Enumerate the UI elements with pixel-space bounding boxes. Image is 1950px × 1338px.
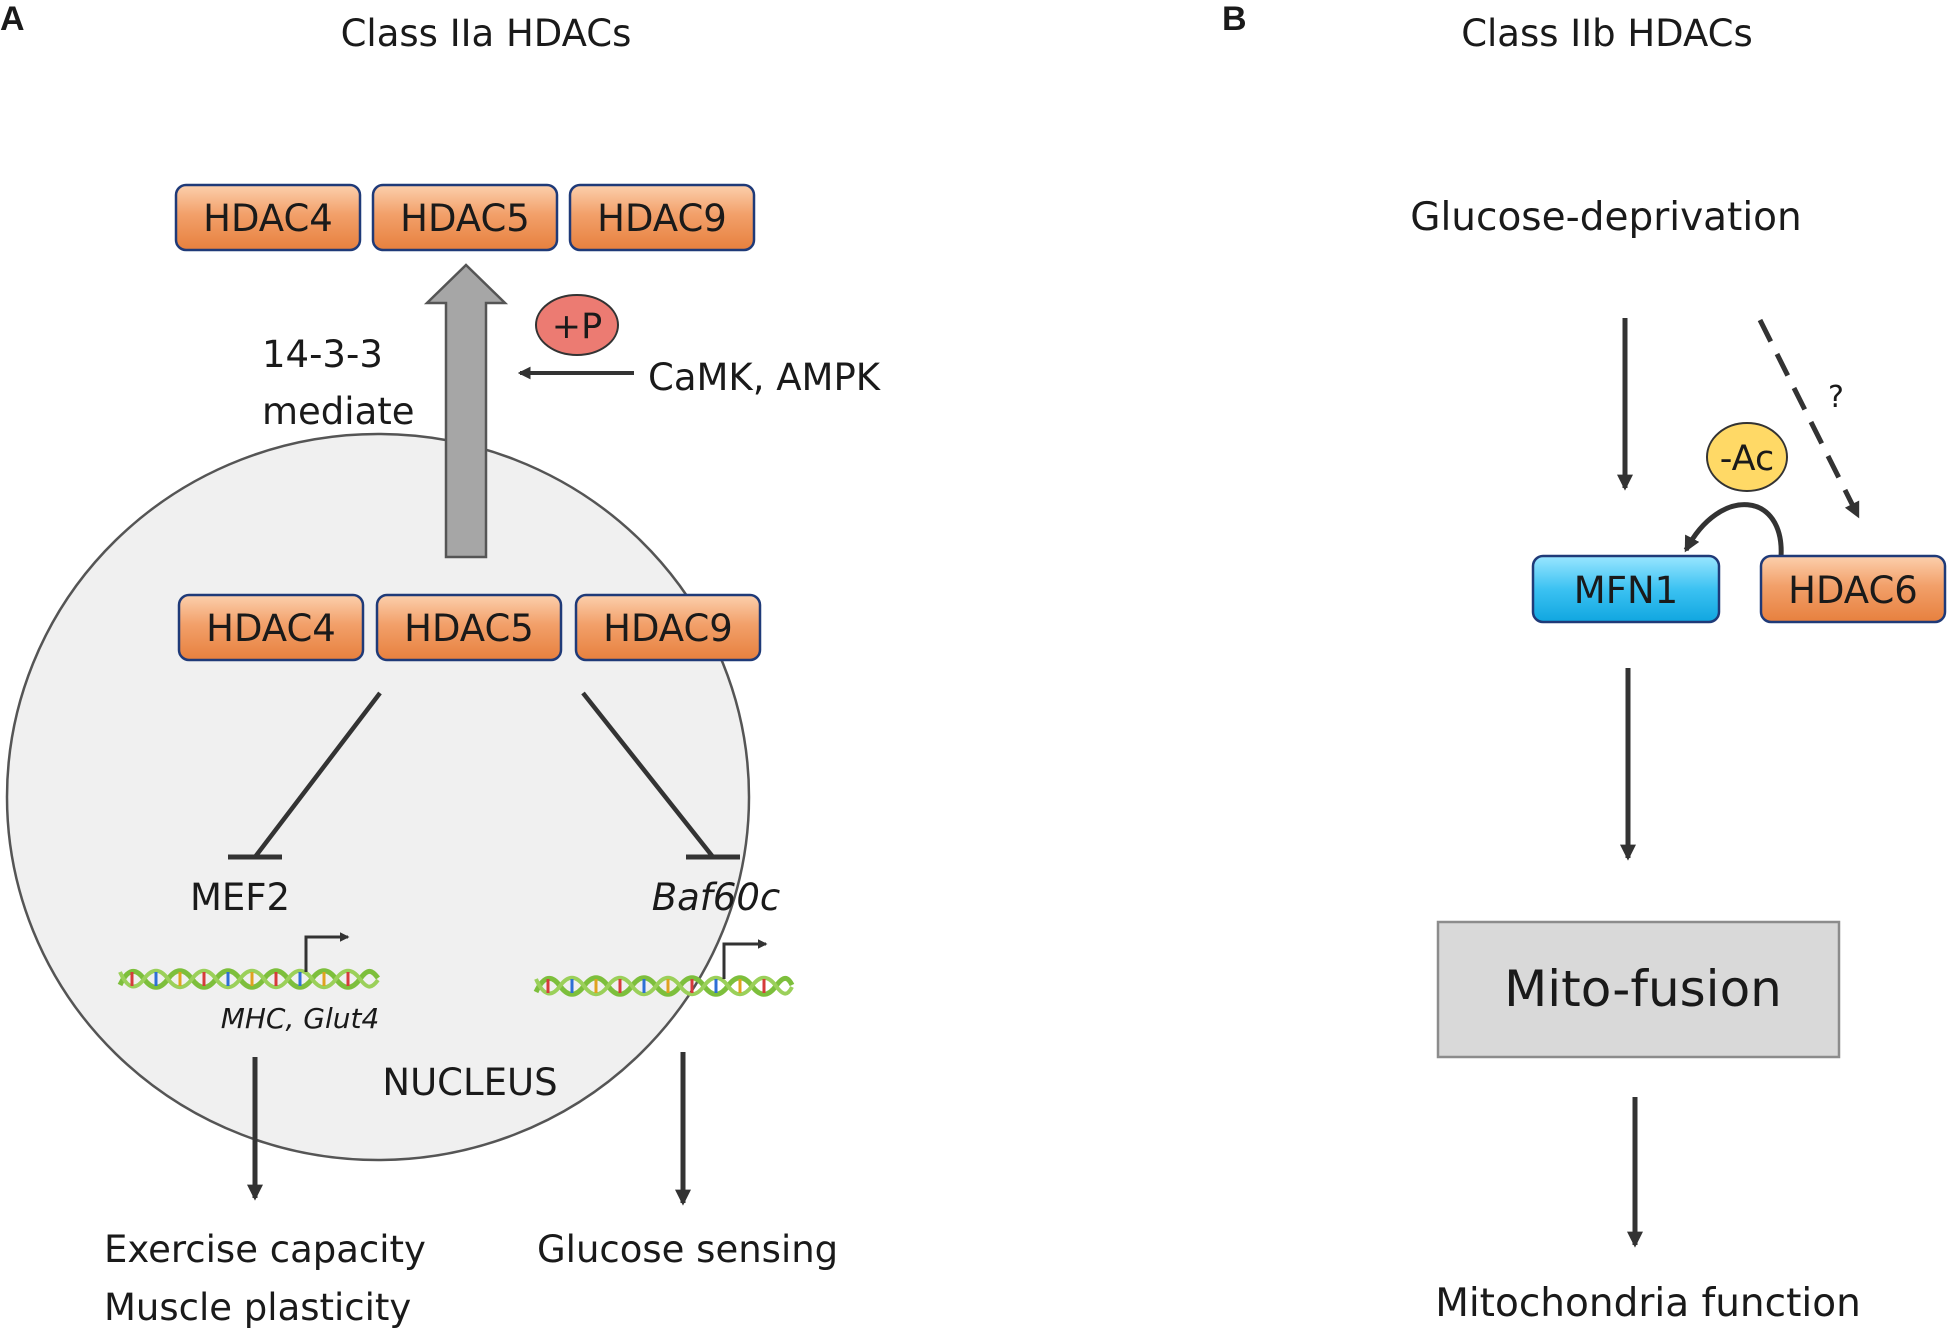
outcome-mito-function: Mitochondria function (1435, 1281, 1861, 1326)
nuclear-hdac-group: HDAC4 HDAC5 HDAC9 (177, 593, 762, 662)
outcome-left-line2: Muscle plasticity (104, 1286, 411, 1329)
cytoplasm-hdac4-label: HDAC4 (203, 197, 333, 240)
cytoplasm-hdac4-box (174, 183, 362, 252)
cytoplasm-hdac5-label: HDAC5 (400, 197, 530, 240)
target-mef2-label: MEF2 (190, 876, 290, 919)
nuclear-hdac5-box (375, 593, 563, 662)
inhibition-right (581, 691, 740, 860)
mito-fusion-label: Mito-fusion (1504, 960, 1782, 1018)
nuclear-hdac9-label: HDAC9 (603, 607, 733, 650)
nucleus (5, 432, 751, 1162)
outcome-left-line1: Exercise capacity (104, 1228, 426, 1271)
deacetylation-badge (1706, 422, 1788, 492)
cytoplasm-hdac5-box (371, 183, 559, 252)
inhibition-left (228, 691, 382, 860)
cytoplasm-hdac9-box (568, 183, 756, 252)
nuclear-hdac4-label: HDAC4 (206, 607, 336, 650)
nuclear-hdac5-label: HDAC5 (404, 607, 534, 650)
nuclear-hdac4-box (177, 593, 365, 662)
uncertain-question-mark: ? (1828, 380, 1844, 415)
genes-left-label: MHC, Glut4 (221, 1002, 380, 1035)
mfn1-label: MFN1 (1574, 569, 1678, 612)
phosphorylation-badge (535, 294, 619, 356)
panel-a-letter: A (0, 0, 25, 38)
uncertain-arrow (1757, 318, 1861, 519)
panel-a-title: Class IIa HDACs (341, 12, 632, 55)
mito-fusion-box (1436, 920, 1841, 1059)
cytoplasm-hdac-group: HDAC4 HDAC5 HDAC9 (174, 183, 756, 252)
deacetylation-label: -Ac (1720, 439, 1774, 479)
transcription-start-left (304, 932, 350, 972)
kinase-label: CaMK, AMPK (648, 356, 882, 399)
outcome-right: Glucose sensing (537, 1228, 838, 1271)
nuclear-export-arrow (423, 263, 509, 559)
stimulus-label: Glucose-deprivation (1410, 195, 1802, 240)
hdac6-box (1759, 554, 1947, 624)
deacetylation-arrow (1683, 502, 1784, 558)
cytoplasm-hdac9-label: HDAC9 (597, 197, 727, 240)
export-label-line1: 14-3-3 (262, 333, 383, 376)
nucleus-label: NUCLEUS (382, 1061, 557, 1104)
phosphorylation-label: +P (552, 307, 602, 347)
dna-helix-left (117, 968, 380, 990)
panel-b-title: Class IIb HDACs (1461, 12, 1753, 55)
mfn1-box (1531, 554, 1721, 624)
transcription-start-right (722, 939, 768, 979)
hdac6-label: HDAC6 (1788, 569, 1918, 612)
target-baf60c-label: Baf60c (652, 876, 781, 919)
panel-b-letter: B (1222, 0, 1247, 38)
nuclear-hdac9-box (574, 593, 762, 662)
export-label-line2: mediate (262, 390, 415, 433)
dna-helix-right (533, 975, 795, 997)
